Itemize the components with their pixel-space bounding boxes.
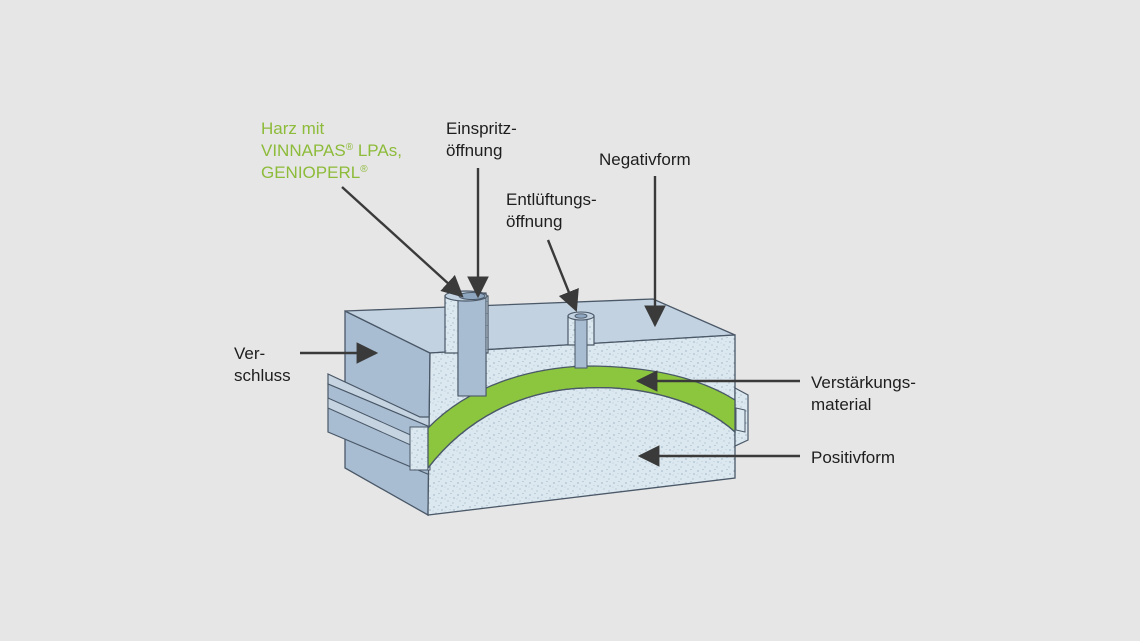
vent-label-line2: öffnung xyxy=(506,212,563,231)
injection-label-line1: Einspritz- xyxy=(446,119,517,138)
vent-channel-opening xyxy=(574,313,588,319)
reinforcement-label: Verstärkungs- material xyxy=(811,372,916,416)
injection-label: Einspritz- öffnung xyxy=(446,118,517,162)
registered-mark: ® xyxy=(345,142,354,153)
injection-channel-cut xyxy=(457,295,487,397)
resin-label: Harz mit VINNAPAS® LPAs, GENIOPERL® xyxy=(261,118,402,184)
registered-mark: ® xyxy=(360,164,368,175)
vent-channel-cut xyxy=(574,315,588,369)
genioperl-brand: GENIOPERL xyxy=(261,163,361,182)
reinforcement-label-line1: Verstärkungs- xyxy=(811,373,916,392)
left-flange-notch xyxy=(409,426,431,471)
closure-label-line2: schluss xyxy=(234,366,291,385)
arrow-resin xyxy=(341,186,464,298)
injection-label-line2: öffnung xyxy=(446,141,503,160)
positive-mold-edge xyxy=(427,387,736,469)
vinnapas-brand: VINNAPAS xyxy=(261,141,346,160)
right-flange-notch xyxy=(735,407,746,433)
arrow-vent xyxy=(546,239,579,313)
vent-label-line1: Entlüftungs- xyxy=(506,190,597,209)
reinforcement-label-line2: material xyxy=(811,395,872,414)
resin-label-line3: GENIOPERL® xyxy=(261,162,402,184)
resin-label-line1: Harz mit xyxy=(261,119,325,138)
positive-mold-label: Positivform xyxy=(811,448,896,467)
resin-label-line2: VINNAPAS® LPAs, xyxy=(261,140,402,162)
closure-label-line1: Ver- xyxy=(234,344,266,363)
closure-label: Ver- schluss xyxy=(234,343,291,387)
lpas-text: LPAs, xyxy=(353,141,402,160)
injection-channel-opening xyxy=(458,292,486,300)
vent-label: Entlüftungs- öffnung xyxy=(506,189,597,233)
negative-mold-label: Negativform xyxy=(599,150,691,169)
